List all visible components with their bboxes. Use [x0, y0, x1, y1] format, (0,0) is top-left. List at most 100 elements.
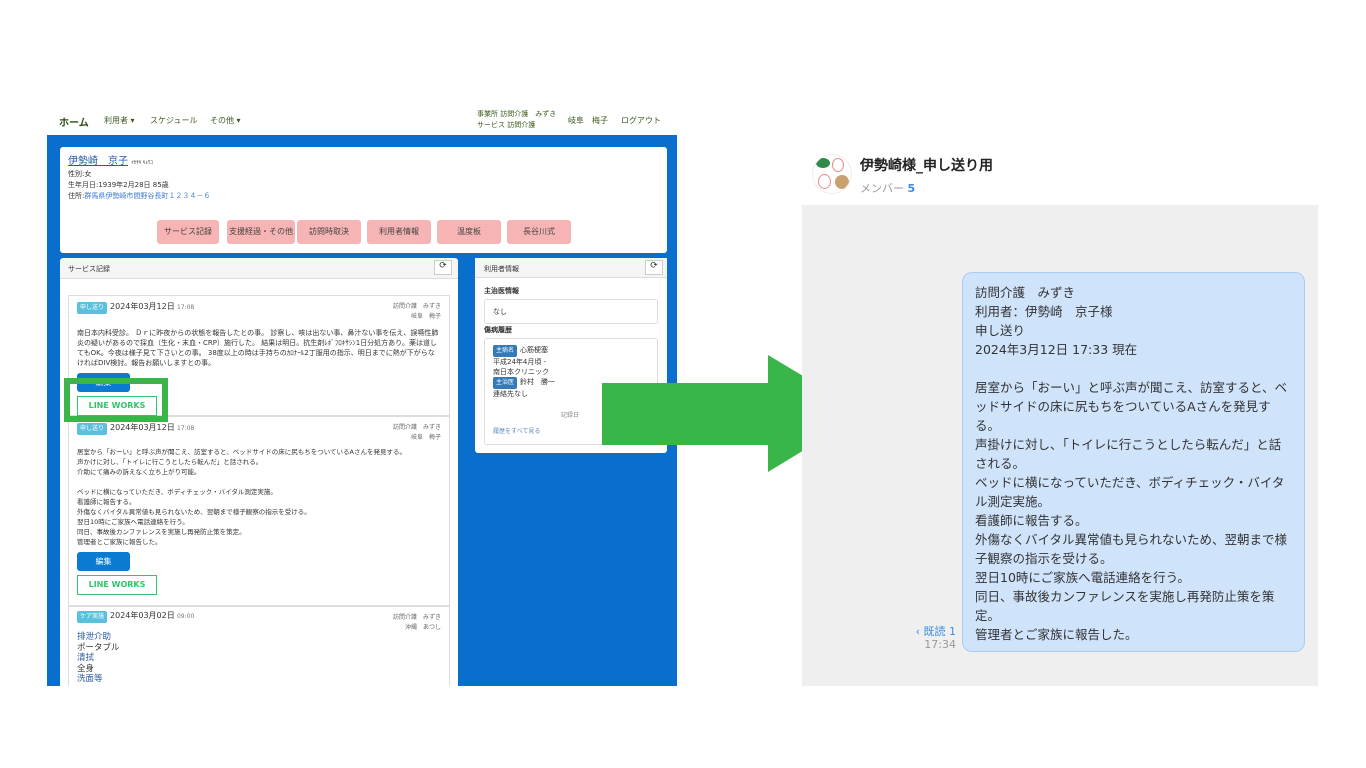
line: 看護師に報告する。 [77, 498, 136, 506]
line: 翌日10時にご家族へ電話連絡を行う。 [77, 518, 189, 526]
btn-service-record[interactable]: サービス記録 [157, 220, 219, 244]
message-time: 17:34 [924, 638, 956, 651]
chat-title: 伊勢崎様_申し送り用 [860, 158, 993, 174]
record-office: 訪問介護 みずき [392, 614, 441, 621]
edit-button[interactable]: 編集 [77, 552, 130, 571]
btn-user-info[interactable]: 利用者情報 [367, 220, 431, 244]
address-link[interactable]: 群馬県伊勢崎市間野谷長町１２３４－６ [84, 192, 211, 200]
lineworks-button[interactable]: LINE WORKS [77, 575, 157, 595]
nav-schedule[interactable]: スケジュール [150, 116, 198, 125]
record-text: 居室から「おーい」と呼ぶ声が聞こえ、訪室すると、ベッドサイドの床に尻もちをついて… [77, 447, 441, 547]
record-text: 南日本内科受診。 Ｄｒに昨夜からの状態を報告したとの事。 診察し、咳は出ない事、… [77, 329, 439, 367]
care-item: ポータブル [77, 642, 120, 653]
see-all-link[interactable]: 履歴をすべて見る [493, 428, 541, 435]
record-date: 2024年03月12日 [110, 423, 175, 432]
line: ベッドに横になっていただき、ボディチェック・バイタル測定実施。 [77, 488, 277, 496]
refresh-icon[interactable]: ⟳ [645, 260, 663, 275]
msg-line: 管理者とご家族に報告した。 [975, 627, 1138, 642]
record-badge: 申し送り [77, 302, 108, 314]
care-app-screenshot: ホーム 利用者 ▾ スケジュール その他 ▾ 事業所 訪問介護 みずき サービス… [47, 105, 677, 686]
user-name[interactable]: 伊勢崎 京子 [68, 156, 128, 167]
message-bubble: 訪問介護 みずき 利用者：伊勢崎 京子様 申し送り 2024年3月12日 17:… [962, 272, 1305, 652]
refresh-icon[interactable]: ⟳ [434, 260, 452, 275]
msg-line: 利用者：伊勢崎 京子様 [975, 304, 1113, 319]
msg-line: 申し送り [975, 323, 1026, 338]
nav-office: 事業所 訪問介護 みずき [477, 110, 557, 118]
msg-line: 看護師に報告する。 [975, 513, 1088, 528]
read-receipt[interactable]: ‹ 既読 1 [915, 625, 956, 638]
birthdate: 生年月日:1939年2月28日 85歳 [68, 181, 169, 189]
history-box: 主病名心筋梗塞 平成24年4月頃 - 南日本クリニック 主治医鈴村 勝一 連絡先… [484, 338, 658, 445]
record-office: 訪問介護 みずき [392, 303, 441, 310]
record-staff: 岐阜 梅子 [410, 434, 441, 441]
disease-badge: 主病名 [493, 345, 518, 357]
record-time: 17:08 [176, 304, 195, 311]
doctor-name: 鈴村 勝一 [520, 378, 556, 386]
content-area: 伊勢崎 京子 ｲｾｻｷ ｷｮｳｺ 性別:女 生年月日:1939年2月28日 85… [47, 135, 677, 686]
message-area: 訪問介護 みずき 利用者：伊勢崎 京子様 申し送り 2024年3月12日 17:… [802, 205, 1318, 686]
lineworks-button[interactable]: LINE WORKS [77, 396, 157, 416]
disease: 心筋梗塞 [520, 346, 549, 354]
record-time: 17:08 [176, 425, 195, 432]
group-avatar [812, 154, 852, 194]
btn-support[interactable]: 支援経過・その他 [227, 220, 295, 244]
msg-line: 外傷なくバイタル異常値も見られないため、翌朝まで様子観察の指示を受ける。 [975, 532, 1288, 566]
record-date: 2024年03月02日 [110, 611, 175, 620]
top-nav: ホーム 利用者 ▾ スケジュール その他 ▾ 事業所 訪問介護 みずき サービス… [47, 105, 677, 135]
lineworks-chat: 伊勢崎様_申し送り用 メンバー 5 訪問介護 みずき 利用者：伊勢崎 京子様 申… [800, 140, 1318, 686]
members-label: メンバー [860, 182, 904, 195]
line: 同日、事故後カンファレンスを実施し再発防止策を策定。 [77, 528, 246, 536]
user-kana: ｲｾｻｷ ｷｮｳｺ [131, 160, 153, 166]
msg-line: 翌日10時にご家族へ電話連絡を行う。 [975, 570, 1190, 585]
line: 介助にて痛みの訴えなく立ち上がり可能。 [77, 468, 201, 476]
care-category: 清拭 [77, 653, 95, 663]
btn-temperature[interactable]: 温度板 [437, 220, 501, 244]
profile-card: 伊勢崎 京子 ｲｾｻｷ ｷｮｳｺ 性別:女 生年月日:1939年2月28日 85… [60, 147, 667, 253]
record-badge: 申し送り [77, 423, 108, 435]
msg-line: ベッドに横になっていただき、ボディチェック・バイタル測定実施。 [975, 475, 1285, 509]
msg-line: 居室から「おーい」と呼ぶ声が聞こえ、訪室すると、ベッドサイドの床に尻もちをついて… [975, 380, 1288, 433]
line: 居室から「おーい」と呼ぶ声が聞こえ、訪室すると、ベッドサイドの床に尻もちをついて… [77, 448, 406, 456]
panel-title: サービス記録 [68, 265, 110, 273]
care-category: 排泄介助 [77, 632, 112, 642]
line: 声かけに対し、「トイレに行こうとしたら転んだ」と話される。 [77, 458, 263, 466]
gender: 性別:女 [68, 170, 92, 178]
nav-other[interactable]: その他 ▾ [210, 116, 241, 125]
doctor-label: 主治医情報 [484, 287, 519, 295]
history-label: 傷病履歴 [484, 326, 512, 334]
msg-line: 訪問介護 みずき [975, 285, 1076, 300]
clinic: 南日本クリニック [493, 368, 549, 376]
nav-users[interactable]: 利用者 ▾ [104, 116, 135, 125]
line: 管理者とご家族に報告した。 [77, 538, 162, 546]
record-time: 09:00 [176, 613, 195, 620]
doctor-value: なし [484, 299, 658, 324]
record-staff: 岐阜 梅子 [410, 313, 441, 320]
doctor-badge: 主治医 [493, 377, 518, 389]
since: 平成24年4月頃 - [493, 358, 547, 366]
address-label: 住所: [68, 192, 85, 200]
record-date: 2024年03月12日 [110, 302, 175, 311]
contact: 連絡先なし [493, 390, 528, 398]
record-office: 訪問介護 みずき [392, 424, 441, 431]
members-count[interactable]: 5 [907, 182, 916, 195]
btn-hasegawa[interactable]: 長谷川式 [507, 220, 571, 244]
record-staff: 沖縄 あつし [404, 624, 441, 631]
msg-line: 2024年3月12日 17:33 現在 [975, 342, 1138, 357]
nav-logout[interactable]: ログアウト [621, 116, 661, 125]
nav-service: サービス 訪問介護 [477, 121, 536, 129]
msg-line: 同日、事故後カンファレンスを実施し再発防止策を策定。 [975, 589, 1275, 623]
record-badge: ケア実施 [77, 611, 108, 623]
msg-line: 声掛けに対し、「トイレに行こうとしたら転んだ」と話される。 [975, 437, 1282, 471]
arrow-icon [602, 355, 865, 472]
nav-home[interactable]: ホーム [59, 118, 89, 129]
nav-staff[interactable]: 岐阜 梅子 [568, 116, 608, 125]
highlight-box [64, 378, 168, 422]
line: 外傷なくバイタル異常値も見られないため、翌朝まで様子観察の指示を受ける。 [77, 508, 311, 516]
panel-title: 利用者情報 [484, 265, 519, 273]
care-item: 全身 [77, 663, 95, 674]
btn-visit-rules[interactable]: 訪問時取決 [297, 220, 361, 244]
